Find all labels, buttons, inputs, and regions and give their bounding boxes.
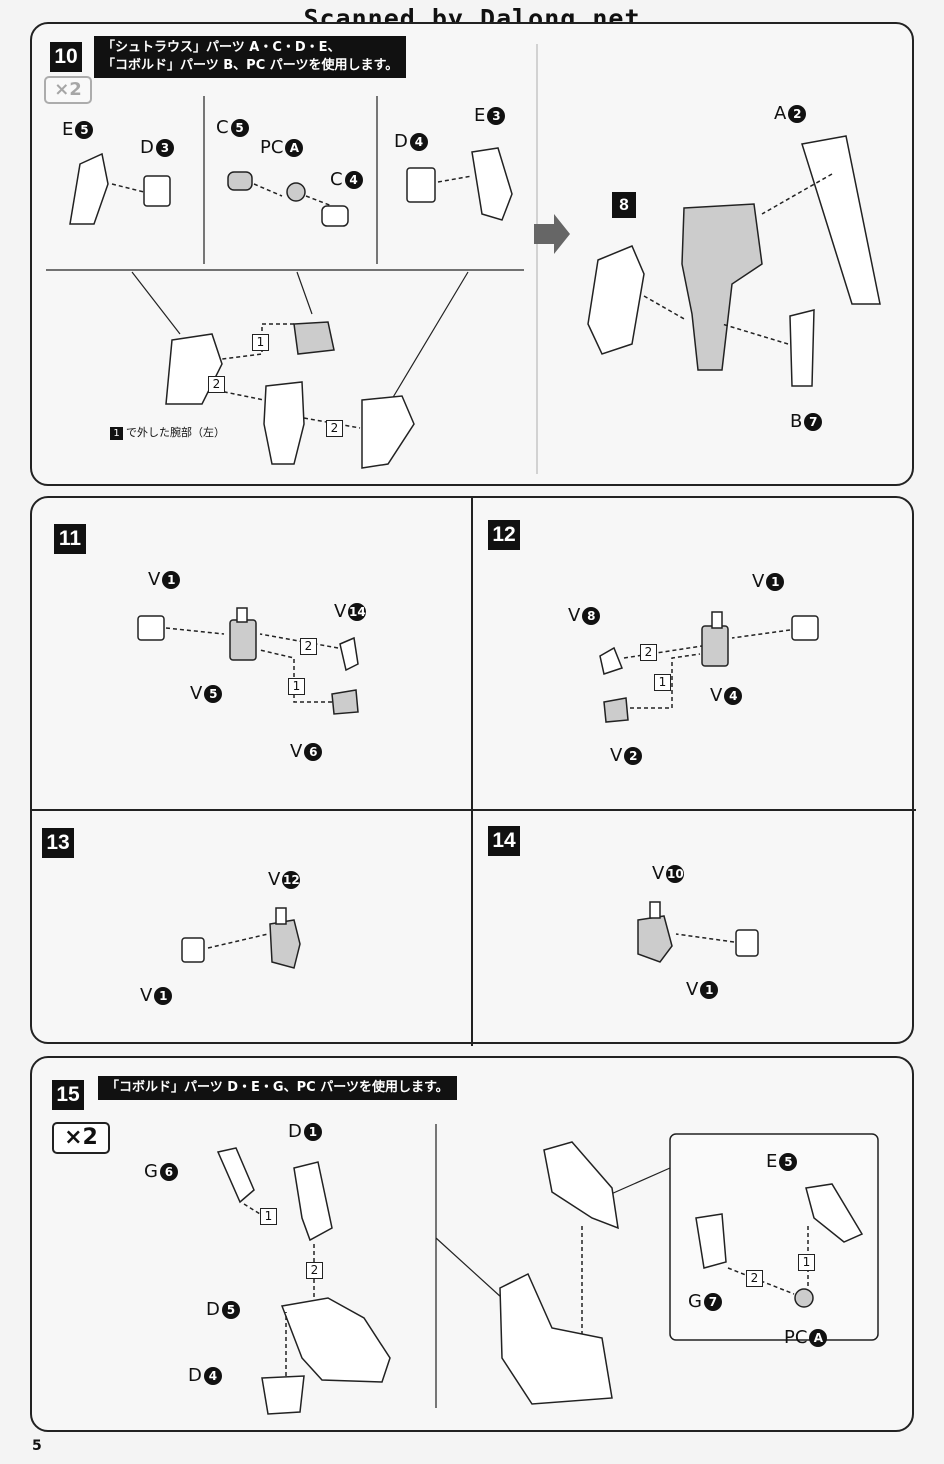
part-arm-left bbox=[263, 381, 305, 465]
order-2: 2 bbox=[300, 638, 317, 655]
step-10-diagram bbox=[46, 44, 881, 474]
multiplier-badge: ×2 bbox=[52, 1122, 110, 1154]
part-e5 bbox=[805, 1183, 864, 1243]
part-v10-hand bbox=[637, 915, 673, 963]
parts-note-line2: 「コボルド」パーツ B、PC パーツを使用します。 bbox=[102, 58, 399, 73]
parts-note: 「シュトラウス」パーツ A・C・D・E、 「コボルド」パーツ B、PC パーツを… bbox=[94, 36, 407, 78]
step-12-diagram bbox=[599, 611, 819, 723]
progress-arrow-icon bbox=[534, 214, 570, 254]
part-v6 bbox=[331, 689, 359, 715]
page-number: 5 bbox=[32, 1438, 42, 1454]
part-assembly-shoulder bbox=[165, 333, 223, 405]
order-1: 1 bbox=[288, 678, 305, 695]
step-15-diagram bbox=[216, 1124, 879, 1415]
part-foot-upper bbox=[543, 1141, 619, 1230]
part-v8 bbox=[599, 646, 623, 675]
step-11-diagram bbox=[137, 607, 359, 715]
part-c4 bbox=[321, 205, 349, 227]
step-10-panel: 10 「シュトラウス」パーツ A・C・D・E、 「コボルド」パーツ B、PC パ… bbox=[30, 22, 914, 486]
order-1: 1 bbox=[252, 334, 269, 351]
part-c5 bbox=[227, 171, 253, 191]
part-torso bbox=[681, 203, 763, 371]
multiplier-badge: ×2 bbox=[44, 76, 92, 104]
part-foot-lower bbox=[499, 1272, 613, 1405]
order-1-inset: 1 bbox=[798, 1254, 815, 1271]
parts-note-line1: 「シュトラウス」パーツ A・C・D・E、 bbox=[102, 40, 341, 55]
order-2-inset: 2 bbox=[746, 1270, 763, 1287]
grid-lines bbox=[32, 498, 916, 1046]
part-v1 bbox=[137, 615, 165, 641]
part-g7 bbox=[695, 1213, 727, 1269]
part-e3 bbox=[471, 147, 513, 221]
part-pc-a bbox=[794, 1288, 814, 1308]
order-2: 2 bbox=[306, 1262, 323, 1279]
step-13-number: 13 bbox=[42, 828, 74, 858]
order-2a: 2 bbox=[208, 376, 225, 393]
part-pc-a bbox=[286, 182, 306, 202]
part-v2 bbox=[603, 697, 629, 723]
step-14-number: 14 bbox=[488, 826, 520, 856]
step-12-number: 12 bbox=[488, 520, 520, 550]
step-13-diagram bbox=[181, 907, 301, 969]
part-d5-base bbox=[280, 1297, 391, 1383]
part-a2-fin bbox=[801, 135, 881, 305]
step-14-diagram bbox=[637, 901, 759, 963]
order-1: 1 bbox=[260, 1208, 277, 1225]
part-d3 bbox=[143, 175, 171, 207]
order-2b: 2 bbox=[326, 420, 343, 437]
part-b7-left bbox=[587, 245, 645, 355]
part-v1 bbox=[735, 929, 759, 957]
sub-step-number: 8 bbox=[612, 192, 636, 218]
order-1: 1 bbox=[654, 674, 671, 691]
step-number: 10 bbox=[50, 42, 82, 72]
parts-note: 「コボルド」パーツ D・E・G、PC パーツを使用します。 bbox=[98, 1076, 457, 1100]
step-15-number: 15 bbox=[52, 1080, 84, 1110]
part-e5 bbox=[69, 152, 109, 225]
part-d4 bbox=[261, 1375, 305, 1415]
part-v12-hand bbox=[269, 919, 301, 969]
part-v1-right bbox=[791, 615, 819, 641]
part-v1 bbox=[181, 937, 205, 963]
step-11-number: 11 bbox=[54, 524, 86, 554]
part-d4 bbox=[406, 167, 436, 203]
part-g6 bbox=[216, 1147, 255, 1204]
order-2: 2 bbox=[640, 644, 657, 661]
part-d1 bbox=[293, 1161, 333, 1242]
part-shield bbox=[361, 395, 415, 469]
part-b7-right bbox=[789, 309, 815, 387]
part-v14 bbox=[339, 636, 359, 672]
part-joint bbox=[293, 321, 335, 355]
